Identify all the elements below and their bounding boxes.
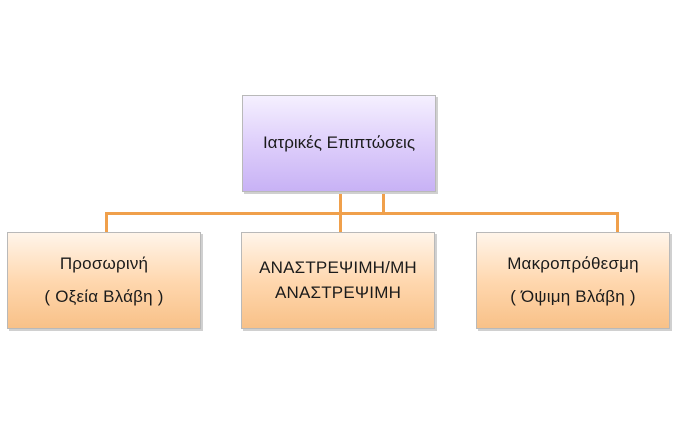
root-node-content: Ιατρικές Επιπτώσεις <box>243 131 435 156</box>
child-node-reversibility: ΑΝΑΣΤΡΕΨΙΜΗ/ΜΗ ΑΝΑΣΤΡΕΨΙΜΗ <box>241 232 435 329</box>
child-node-long-term-line-2: ( Όψιμη Βλάβη ) <box>510 286 636 306</box>
center-branch-connector <box>339 212 342 232</box>
child-node-reversibility-line-2: ΑΝΑΣΤΡΕΨΙΜΗ <box>274 282 402 302</box>
child-node-temporary: Προσωρινή ( Οξεία Βλάβη ) <box>7 232 201 329</box>
child-node-long-term-content: Μακροπρόθεσμη ( Όψιμη Βλάβη ) <box>477 252 669 309</box>
left-branch-connector <box>105 212 108 232</box>
child-node-long-term-line-1: Μακροπρόθεσμη <box>507 253 639 273</box>
child-node-temporary-content: Προσωρινή ( Οξεία Βλάβη ) <box>8 252 200 309</box>
root-to-bus-connector <box>339 192 342 213</box>
child-node-reversibility-content: ΑΝΑΣΤΡΕΨΙΜΗ/ΜΗ ΑΝΑΣΤΡΕΨΙΜΗ <box>242 256 434 305</box>
child-node-reversibility-line-1: ΑΝΑΣΤΡΕΨΙΜΗ/ΜΗ <box>259 257 417 277</box>
root-node-label: Ιατρικές Επιπτώσεις <box>262 133 416 153</box>
child-node-long-term: Μακροπρόθεσμη ( Όψιμη Βλάβη ) <box>476 232 670 329</box>
child-node-temporary-line-2: ( Οξεία Βλάβη ) <box>44 286 164 306</box>
right-branch-connector <box>616 212 619 232</box>
secondary-root-connector <box>382 192 385 213</box>
child-node-temporary-line-1: Προσωρινή <box>59 253 149 273</box>
horizontal-bus-connector <box>105 212 619 215</box>
root-node: Ιατρικές Επιπτώσεις <box>242 95 436 192</box>
